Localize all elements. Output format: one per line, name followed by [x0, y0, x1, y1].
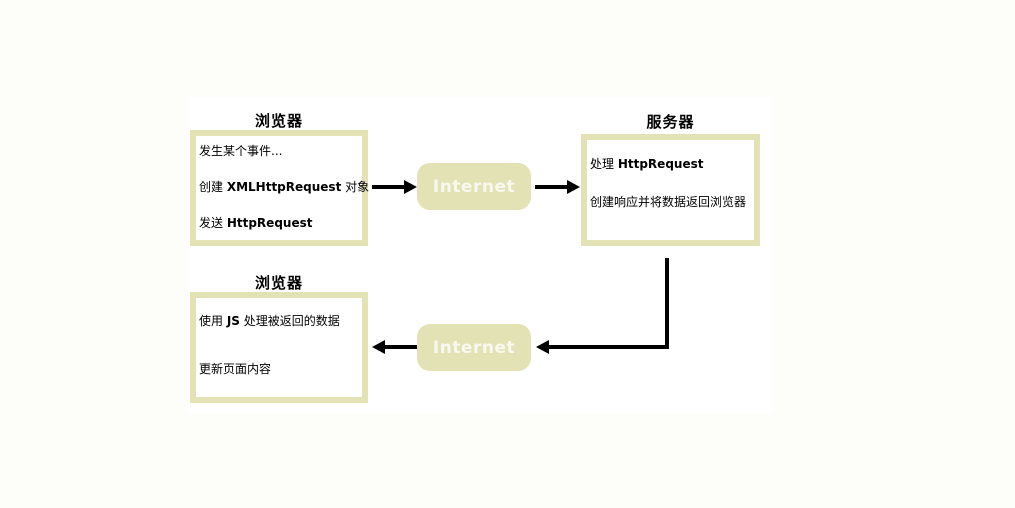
server-box: 处理 HttpRequest 创建响应并将数据返回浏览器 [581, 134, 760, 246]
internet-node-bottom: Internet [417, 324, 531, 371]
arrow-shaft [372, 185, 405, 189]
arrowhead-right-icon [567, 180, 580, 194]
arrowhead-left-icon [536, 340, 549, 354]
box-line: 更新页面内容 [199, 362, 272, 376]
box-line: 使用 JS 处理被返回的数据 [199, 314, 340, 328]
box-line: 创建 XMLHttpRequest 对象 [199, 180, 370, 194]
arrow-shaft-vertical [665, 258, 669, 349]
box-line: 发生某个事件... [199, 144, 283, 158]
arrowhead-left-icon [372, 340, 385, 354]
internet-node-top: Internet [417, 163, 531, 210]
arrow-shaft [535, 185, 568, 189]
browser-response-box: 使用 JS 处理被返回的数据 更新页面内容 [190, 292, 368, 403]
arrow-shaft [385, 345, 417, 349]
browser-request-box: 发生某个事件... 创建 XMLHttpRequest 对象 发送 HttpRe… [190, 130, 370, 246]
box-line: 创建响应并将数据返回浏览器 [590, 195, 747, 209]
arrow-shaft-horizontal [549, 345, 669, 349]
browser-request-title: 浏览器 [254, 112, 303, 130]
box-line: 发送 HttpRequest [199, 216, 313, 230]
box-line: 处理 HttpRequest [590, 157, 704, 171]
browser-response-title: 浏览器 [254, 274, 303, 292]
server-title: 服务器 [646, 113, 695, 131]
arrowhead-right-icon [404, 180, 417, 194]
